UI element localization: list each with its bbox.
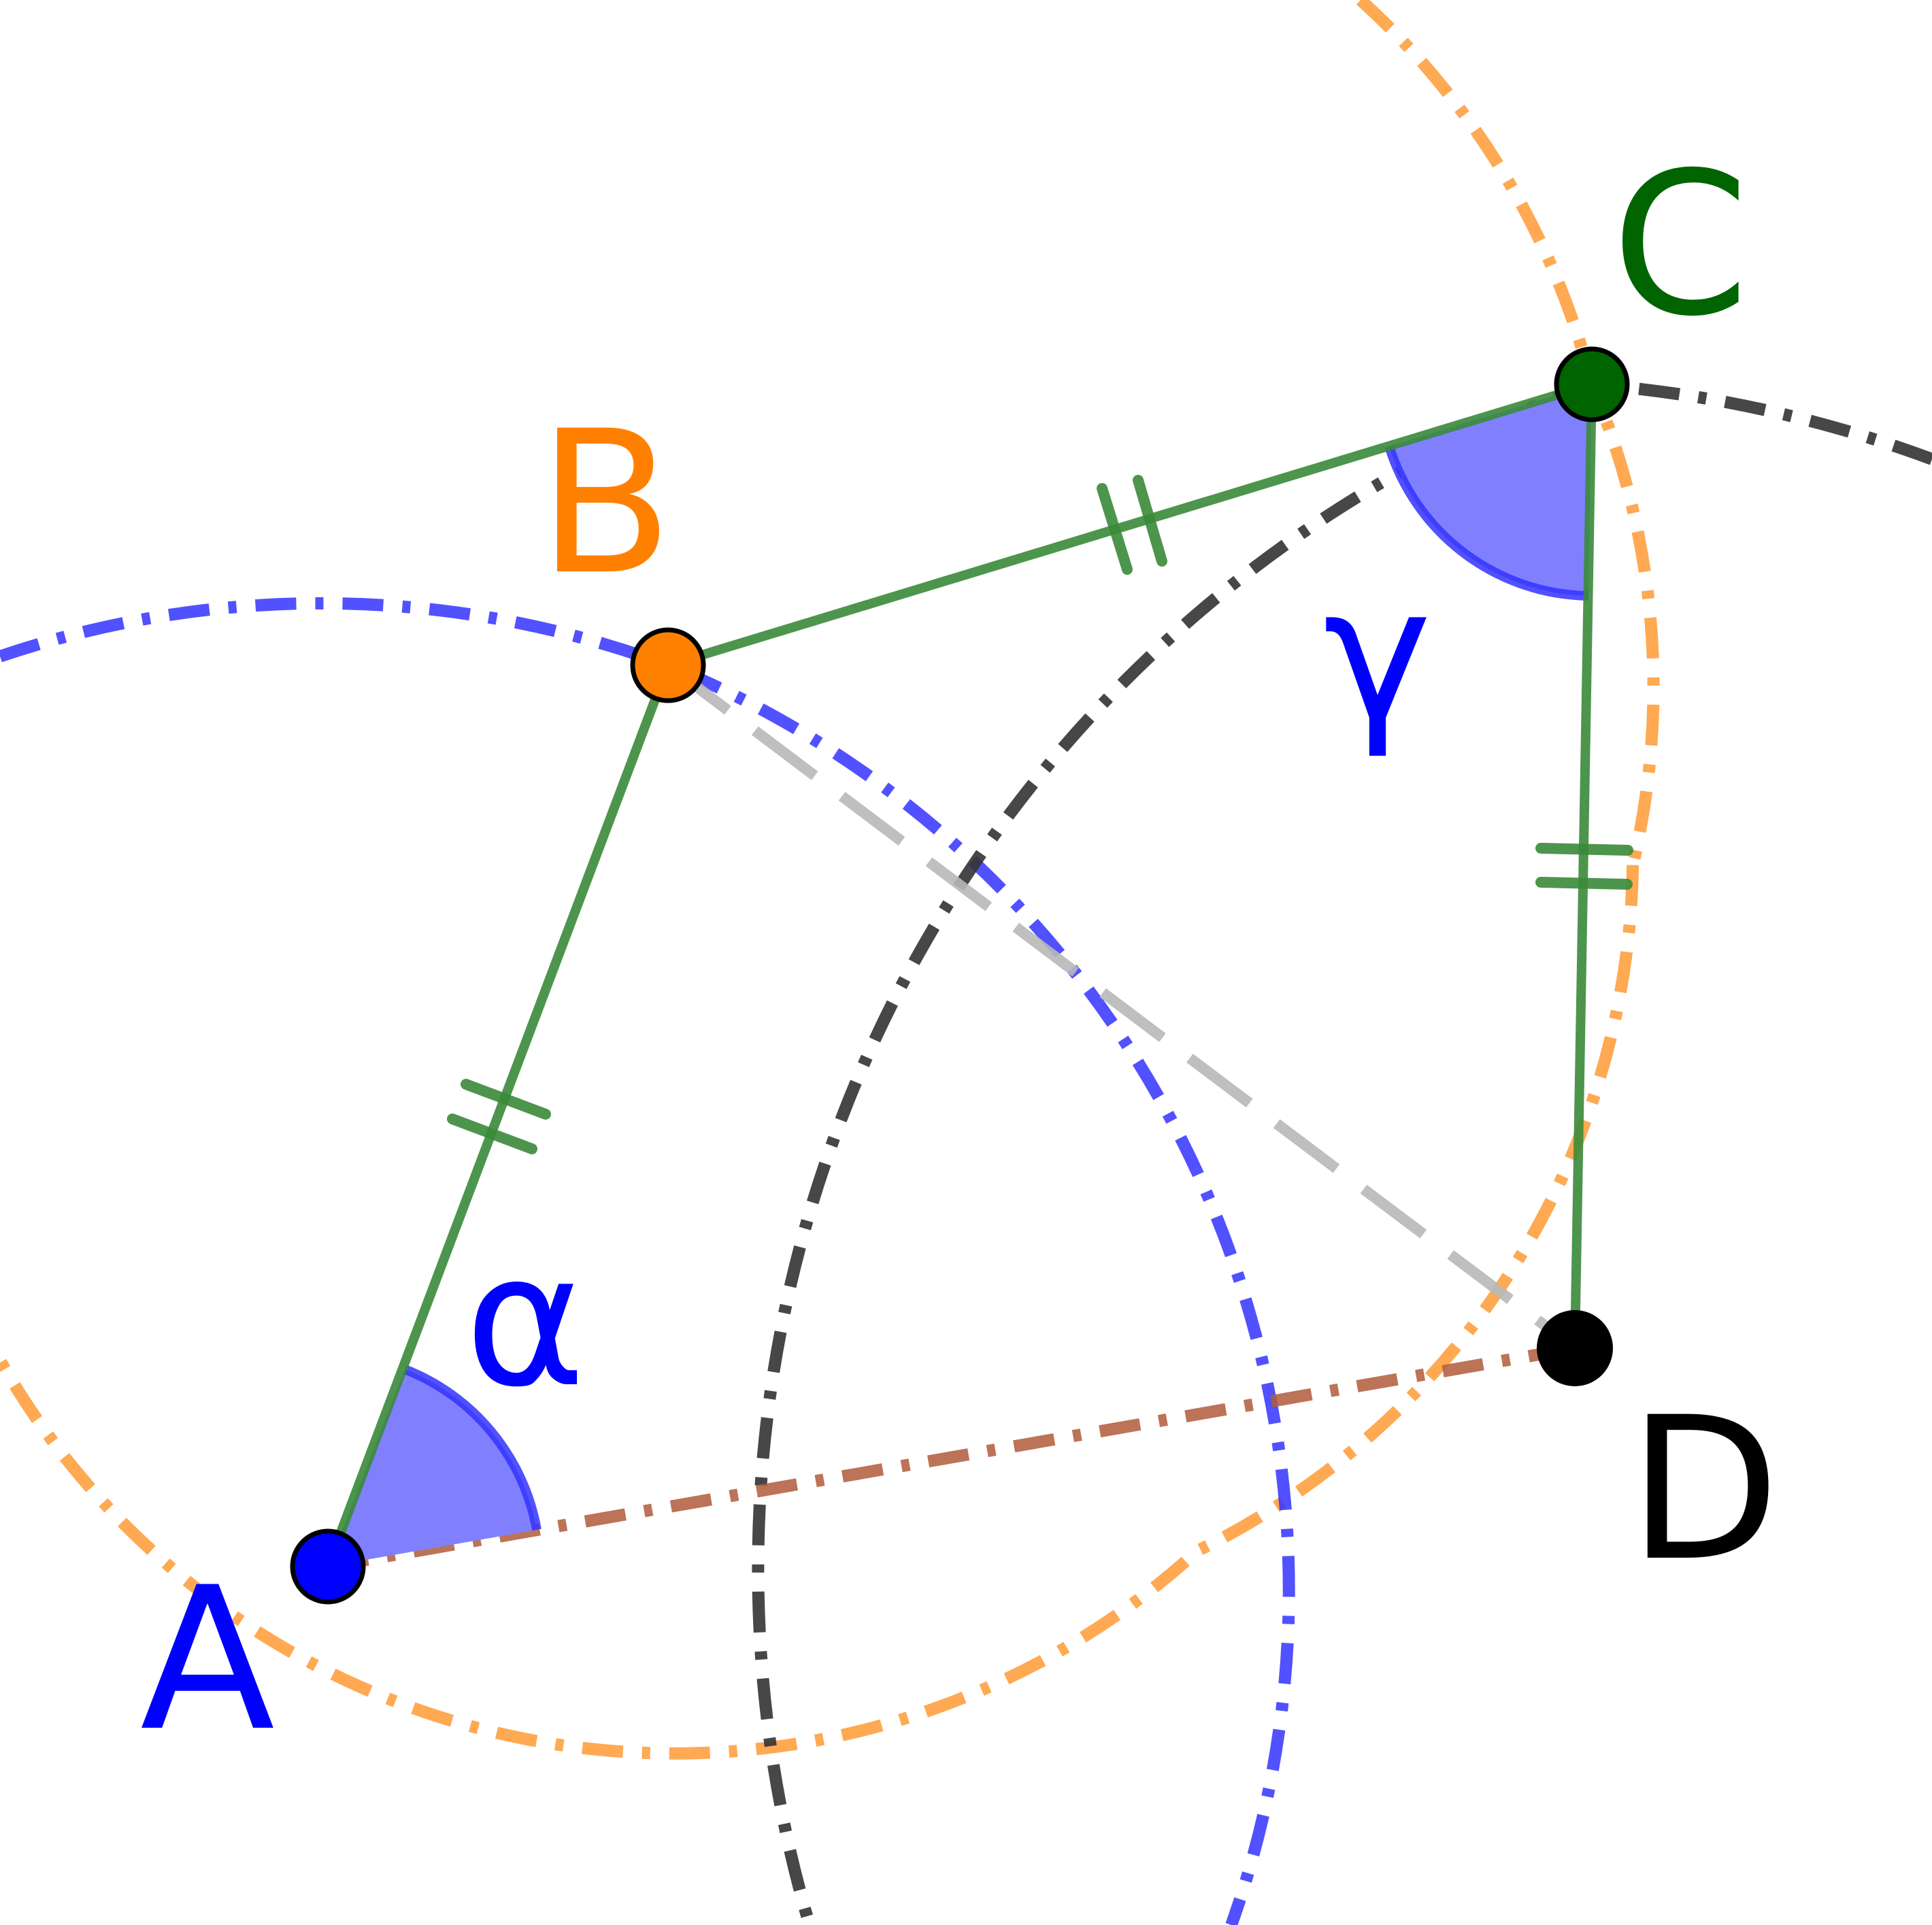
point-a[interactable] <box>290 1528 366 1605</box>
tick-ab-2 <box>447 1114 537 1154</box>
side-bc <box>663 380 1597 670</box>
tick-cd-2 <box>1535 877 1633 890</box>
kite-sides <box>323 380 1597 1571</box>
angle-gamma-arc <box>1384 444 1589 601</box>
point-d[interactable] <box>1537 1310 1613 1386</box>
label-alpha: α <box>465 1213 586 1428</box>
label-b: B <box>538 389 673 618</box>
orange-arc <box>0 865 1639 1760</box>
diagonal-bd <box>665 660 1578 1353</box>
label-a: A <box>140 1545 276 1775</box>
side-cd <box>1570 380 1597 1353</box>
point-c[interactable] <box>1554 346 1630 422</box>
angle-alpha-arc <box>403 1365 542 1531</box>
label-d: D <box>1628 1375 1780 1605</box>
tick-ab-1 <box>461 1079 551 1120</box>
tick-bc-2 <box>1133 475 1167 567</box>
side-ab <box>323 660 673 1571</box>
angle-alpha-sector <box>328 1369 537 1567</box>
tick-bc-1 <box>1097 483 1133 575</box>
point-b[interactable] <box>630 627 706 703</box>
label-c: C <box>1612 131 1750 360</box>
label-gamma: γ <box>1323 547 1432 761</box>
tick-marks <box>447 475 1633 1154</box>
angle-gamma-sector <box>1389 384 1592 596</box>
blue-circle-arc <box>0 597 1295 1925</box>
tick-cd-1 <box>1535 843 1633 856</box>
diagonal-ad <box>327 1342 1576 1573</box>
